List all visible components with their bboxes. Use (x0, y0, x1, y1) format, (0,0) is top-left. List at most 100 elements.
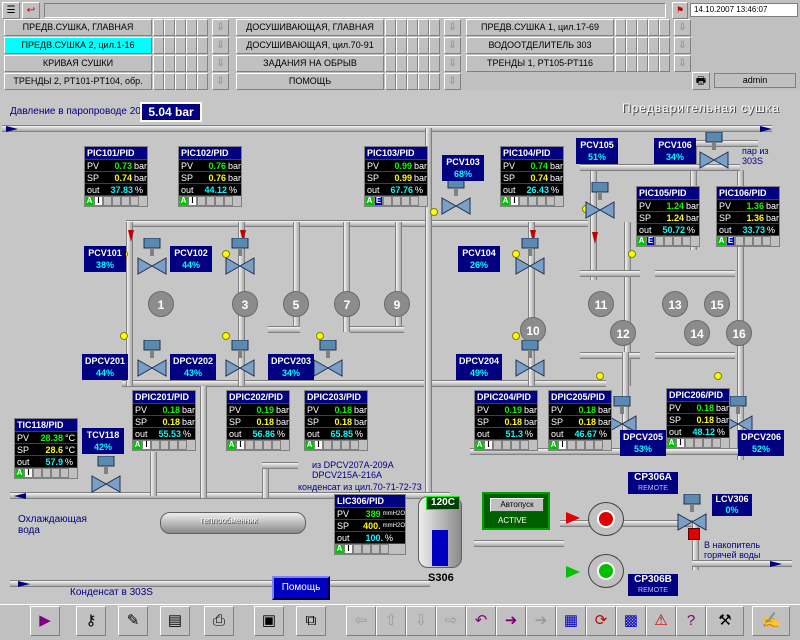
pump-a-icon[interactable] (588, 502, 624, 536)
nav-submenu[interactable] (385, 19, 440, 36)
valve-pcv105-icon[interactable] (584, 182, 620, 222)
nav-submenu[interactable] (615, 19, 670, 36)
back-icon[interactable]: ⇦ (346, 606, 376, 636)
down-arrow-icon[interactable]: ⇩ (212, 37, 229, 54)
nav-submenu[interactable] (153, 37, 208, 54)
nav-water-sep[interactable]: ВОДООТДЕЛИТЕЛЬ 303 (466, 37, 614, 54)
printer-icon[interactable]: 🖶 (692, 72, 710, 90)
down-icon[interactable]: ⇩ (406, 606, 436, 636)
nav-submenu[interactable] (615, 55, 670, 72)
flag-icon[interactable]: ⚑ (672, 2, 688, 19)
undo-icon[interactable]: ↶ (466, 606, 496, 636)
nav-trends-2[interactable]: ТРЕНДЫ 2, PT101-PT104, обр. (4, 73, 152, 90)
grid-icon[interactable]: ▩ (616, 606, 646, 636)
sign-icon[interactable]: ✍ (752, 606, 790, 636)
valve-dpcv203-icon[interactable] (312, 340, 348, 380)
help-button[interactable]: Помощь (272, 576, 330, 600)
print-icon[interactable]: ⎙ (204, 606, 234, 636)
down-arrow-icon[interactable]: ⇩ (674, 55, 691, 72)
key-icon[interactable]: ⚷ (76, 606, 106, 636)
nav-predv-main[interactable]: ПРЕДВ.СУШКА, ГЛАВНАЯ (4, 19, 152, 36)
up-icon[interactable]: ⇧ (376, 606, 406, 636)
next2-icon[interactable]: ➔ (526, 606, 556, 636)
nav-break-tasks[interactable]: ЗАДАНИЯ НА ОБРЫВ (236, 55, 384, 72)
valve-tcv118-icon[interactable] (90, 456, 126, 496)
menu-icon[interactable]: ☰ (2, 2, 20, 19)
down-arrow-icon[interactable]: ⇩ (212, 55, 229, 72)
pump-b-icon[interactable] (588, 554, 624, 588)
valve-pcv104-icon[interactable] (514, 238, 550, 278)
nav-help[interactable]: ПОМОЩЬ (236, 73, 384, 90)
nav-submenu[interactable] (153, 55, 208, 72)
tools-icon[interactable]: ⚒ (706, 606, 744, 636)
down-arrow-icon[interactable]: ⇩ (212, 73, 229, 90)
window-icon[interactable]: ▣ (254, 606, 284, 636)
nav-curve[interactable]: КРИВАЯ СУШКИ (4, 55, 152, 72)
display-icon[interactable]: ▦ (556, 606, 586, 636)
nav-trends-1[interactable]: ТРЕНДЫ 1, PT105-PT116 (466, 55, 614, 72)
down-arrow-icon[interactable]: ⇩ (444, 73, 461, 90)
valve-dpcv202-icon[interactable] (224, 340, 260, 380)
valve-pcv106-icon[interactable] (698, 132, 734, 172)
nav-submenu[interactable] (385, 37, 440, 54)
down-arrow-icon[interactable]: ⇩ (444, 37, 461, 54)
valve-pcv101-icon[interactable] (136, 238, 172, 278)
refresh-icon[interactable]: ⟳ (586, 606, 616, 636)
nav-predv-1[interactable]: ПРЕДВ.СУШКА 1, цил.17-69 (466, 19, 614, 36)
help-icon[interactable]: ? (676, 606, 706, 636)
nav-submenu[interactable] (615, 37, 670, 54)
down-arrow-icon[interactable]: ⇩ (444, 55, 461, 72)
nav-submenu[interactable] (385, 73, 440, 90)
down-arrow-icon[interactable]: ⇩ (674, 19, 691, 36)
nav-dosush-cyl[interactable]: ДОСУШИВАЮЩАЯ, цил.70-91 (236, 37, 384, 54)
nav-submenu[interactable] (153, 73, 208, 90)
notes-icon[interactable]: ✎ (118, 606, 148, 636)
valve-dpcv204-icon[interactable] (514, 340, 550, 380)
valve-dpcv201-icon[interactable] (136, 340, 172, 380)
down-arrow-icon[interactable]: ⇩ (444, 19, 461, 36)
play-icon[interactable]: ▶ (30, 606, 60, 636)
nav-submenu[interactable] (385, 55, 440, 72)
nav-dosush-main[interactable]: ДОСУШИВАЮЩАЯ, ГЛАВНАЯ (236, 19, 384, 36)
